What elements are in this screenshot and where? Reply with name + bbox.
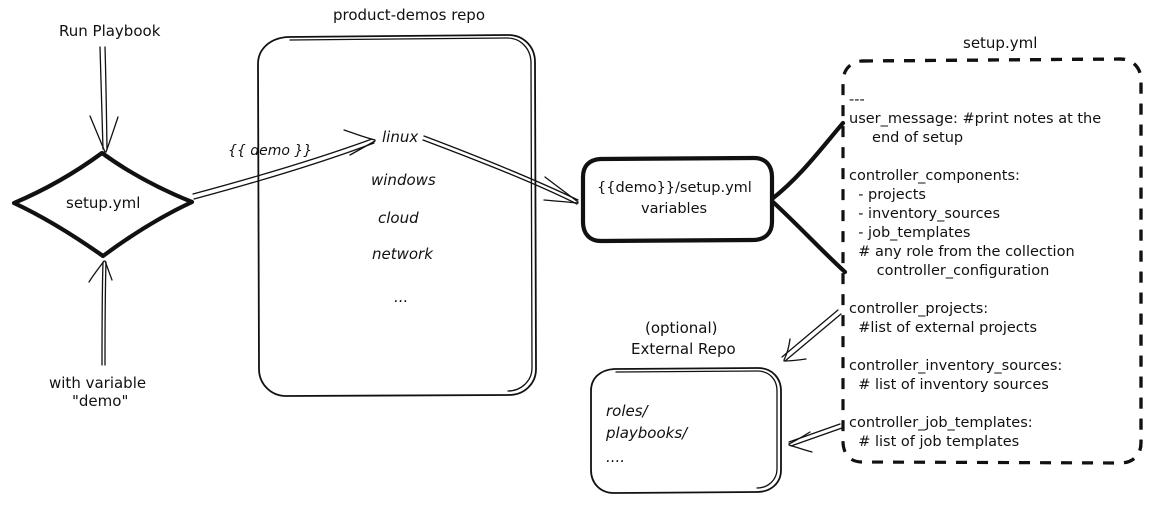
setup-line-18: # list of job templates xyxy=(849,434,1019,450)
external-repo-box[interactable]: roles/ playbooks/ .... xyxy=(590,367,782,494)
arrow-projects-to-external-repo xyxy=(781,309,842,362)
vars-box-line2: variables xyxy=(641,201,707,217)
setup-yml-diamond[interactable]: setup.yml xyxy=(11,150,195,259)
setup-line-9: controller_configuration xyxy=(849,263,1049,279)
setup-line-12: #list of external projects xyxy=(849,320,1037,336)
demo-setup-variables-box[interactable]: {{demo}}/setup.yml variables xyxy=(580,155,775,244)
setup-line-15: # list of inventory sources xyxy=(849,377,1049,393)
setup-line-0: --- xyxy=(849,92,865,108)
setup-line-7: - job_templates xyxy=(849,225,970,241)
external-repo-title-line1: (optional) xyxy=(645,319,718,337)
setup-line-11: controller_projects: xyxy=(849,301,988,317)
repo-item-cloud: cloud xyxy=(378,209,419,227)
setup-yml-file-box[interactable] xyxy=(841,57,1143,465)
arrow-with-variable-to-setup xyxy=(88,260,113,366)
setup-line-8: # any role from the collection xyxy=(849,244,1075,260)
repo-item-network: network xyxy=(372,245,434,263)
run-playbook-label: Run Playbook xyxy=(59,22,161,40)
setup-line-2: end of setup xyxy=(849,130,963,146)
with-variable-line1: with variable xyxy=(49,374,146,392)
product-demos-repo-box[interactable] xyxy=(257,34,537,397)
setup-line-4: controller_components: xyxy=(849,168,1020,184)
external-repo-item-more: .... xyxy=(606,448,625,466)
with-variable-line2: "demo" xyxy=(72,392,128,410)
external-repo-item-roles: roles/ xyxy=(606,402,650,420)
setup-line-6: - inventory_sources xyxy=(849,206,1000,222)
repo-item-ellipsis: ... xyxy=(394,288,408,306)
arrow-run-playbook-to-setup xyxy=(89,46,119,153)
arrow-linux-to-vars xyxy=(422,135,579,205)
vars-box-line1: {{demo}}/setup.yml xyxy=(597,180,752,196)
demo-arrow-label: {{ demo }} xyxy=(228,143,312,159)
external-repo-title-line2: External Repo xyxy=(631,340,736,358)
external-repo-item-playbooks: playbooks/ xyxy=(605,424,689,442)
setup-line-14: controller_inventory_sources: xyxy=(849,358,1062,374)
arrow-setup-to-linux xyxy=(192,129,376,200)
connector-setupfile-to-vars xyxy=(769,120,848,275)
repo-item-linux: linux xyxy=(382,128,418,146)
setup-line-5: - projects xyxy=(849,187,926,203)
repo-item-windows: windows xyxy=(371,171,436,189)
repo-title: product-demos repo xyxy=(333,6,485,24)
setup-line-1: user_message: #print notes at the xyxy=(849,111,1101,127)
setup-yml-file-content: --- user_message: #print notes at the en… xyxy=(849,92,1101,450)
setup-line-17: controller_job_templates: xyxy=(849,415,1033,431)
arrow-jobtemplates-to-external-repo xyxy=(788,423,843,453)
setup-yml-file-title: setup.yml xyxy=(963,34,1037,52)
setup-yml-diamond-label: setup.yml xyxy=(66,194,140,212)
